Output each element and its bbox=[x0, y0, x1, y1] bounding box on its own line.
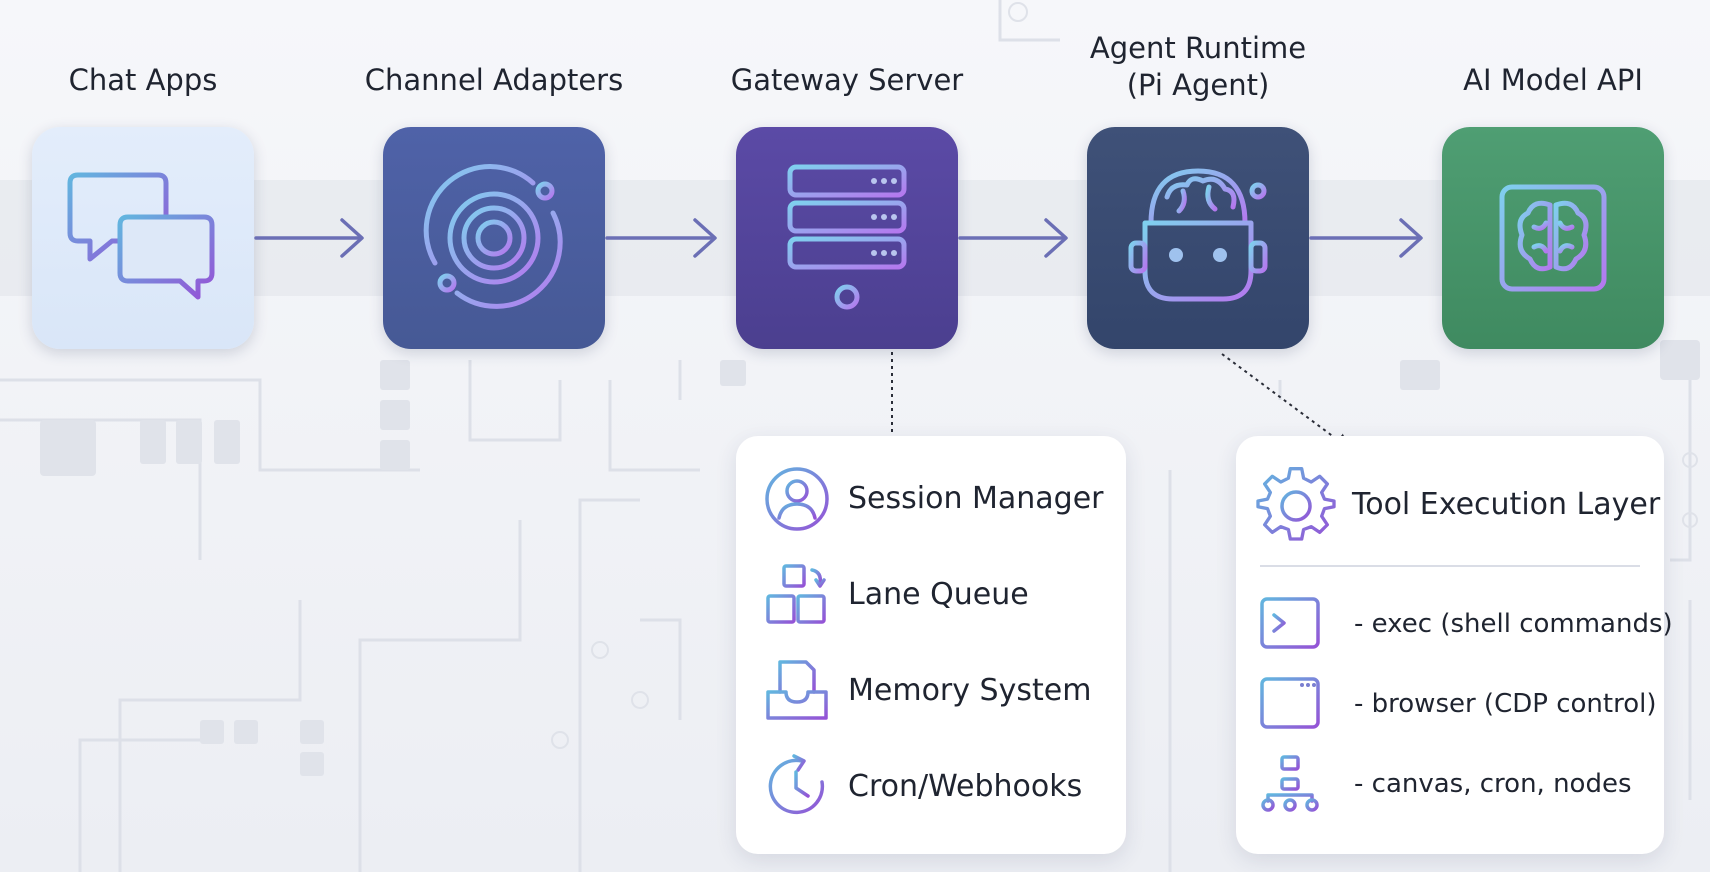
label-gateway-server: Gateway Server bbox=[730, 63, 964, 97]
lane-queue-item[interactable]: Lane Queue bbox=[762, 560, 1122, 630]
panel-divider bbox=[1260, 565, 1640, 567]
agent-runtime-node[interactable] bbox=[1087, 127, 1309, 349]
browser-tool-label: - browser (CDP control) bbox=[1354, 689, 1657, 719]
chip-brain-icon bbox=[1479, 164, 1627, 312]
gateway-components-panel: Session Manager Lane Queue bbox=[736, 436, 1126, 854]
label-ai-model-api: AI Model API bbox=[1463, 63, 1643, 97]
channel-adapters-node[interactable] bbox=[383, 127, 605, 349]
terminal-icon bbox=[1260, 597, 1320, 649]
session-manager-item[interactable]: Session Manager bbox=[762, 464, 1122, 534]
session-manager-label: Session Manager bbox=[848, 481, 1104, 516]
memory-system-item[interactable]: Memory System bbox=[762, 656, 1122, 726]
gateway-server-node[interactable] bbox=[736, 127, 958, 349]
chat-bubbles-icon bbox=[67, 172, 215, 300]
canvas-tool-item[interactable]: - canvas, cron, nodes bbox=[1258, 755, 1658, 813]
cron-webhooks-label: Cron/Webhooks bbox=[848, 769, 1083, 804]
tool-execution-title: Tool Execution Layer bbox=[1352, 487, 1661, 522]
boxes-icon bbox=[766, 564, 826, 624]
label-channel-adapters: Channel Adapters bbox=[364, 63, 624, 97]
tool-execution-panel: Tool Execution Layer - exec (shell comma… bbox=[1236, 436, 1673, 854]
robot-brain-icon bbox=[1128, 168, 1268, 302]
chat-apps-node[interactable] bbox=[32, 127, 254, 349]
server-rack-icon bbox=[787, 164, 907, 310]
canvas-tool-label: - canvas, cron, nodes bbox=[1354, 769, 1632, 799]
inbox-document-icon bbox=[766, 660, 828, 720]
browser-window-icon bbox=[1260, 677, 1320, 729]
user-circle-icon bbox=[765, 467, 829, 531]
cron-webhooks-item[interactable]: Cron/Webhooks bbox=[762, 752, 1122, 822]
hierarchy-icon bbox=[1261, 755, 1319, 812]
clock-refresh-icon bbox=[768, 754, 825, 815]
label-chat-apps: Chat Apps bbox=[68, 63, 218, 97]
browser-tool-item[interactable]: - browser (CDP control) bbox=[1258, 675, 1658, 733]
exec-tool-label: - exec (shell commands) bbox=[1354, 609, 1673, 639]
memory-system-label: Memory System bbox=[848, 673, 1092, 708]
exec-tool-item[interactable]: - exec (shell commands) bbox=[1258, 595, 1673, 653]
label-agent-runtime: Agent Runtime (Pi Agent) bbox=[1089, 31, 1307, 102]
lane-queue-label: Lane Queue bbox=[848, 577, 1029, 612]
ai-model-api-node[interactable] bbox=[1442, 127, 1664, 349]
gear-icon bbox=[1256, 467, 1336, 541]
concentric-rings-icon bbox=[423, 164, 563, 309]
